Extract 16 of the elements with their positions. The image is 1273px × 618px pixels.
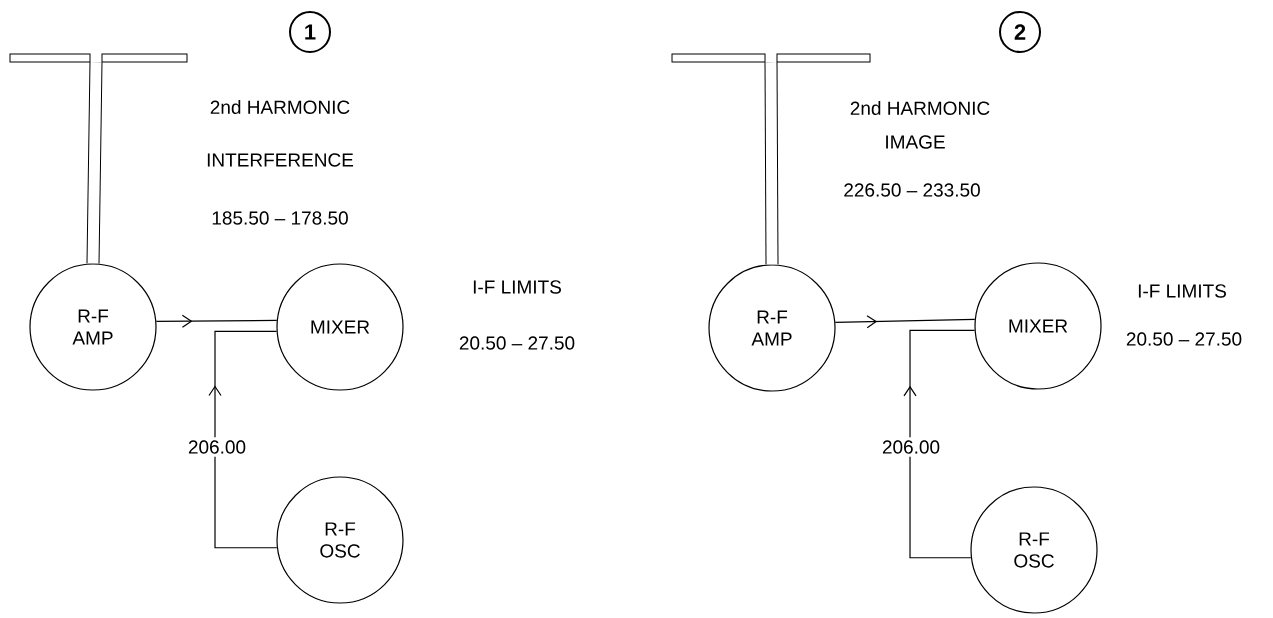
- antenna-drawing: [9, 53, 188, 63]
- annotation-text: I-F LIMITS: [1138, 284, 1226, 298]
- antenna-drawing: [671, 53, 871, 63]
- annotation-text: 20.50 – 27.50: [459, 336, 575, 350]
- edge-label: 206.00: [184, 437, 250, 457]
- annotation-text: 20.50 – 27.50: [1126, 332, 1242, 346]
- antenna-mast: [86, 62, 103, 264]
- annotation-text: 226.50 – 233.50: [844, 183, 980, 197]
- edge-label: 206.00: [878, 437, 944, 457]
- annotation-text: INTERFERENCE: [207, 153, 354, 167]
- annotation-text: IMAGE: [886, 135, 945, 149]
- antenna-mast: [764, 62, 779, 265]
- annotation-text: 2nd HARMONIC: [850, 101, 990, 115]
- annotation-text: 185.50 – 178.50: [212, 211, 348, 225]
- annotation-text: 2nd HARMONIC: [210, 100, 350, 114]
- annotation-text: I-F LIMITS: [473, 280, 561, 294]
